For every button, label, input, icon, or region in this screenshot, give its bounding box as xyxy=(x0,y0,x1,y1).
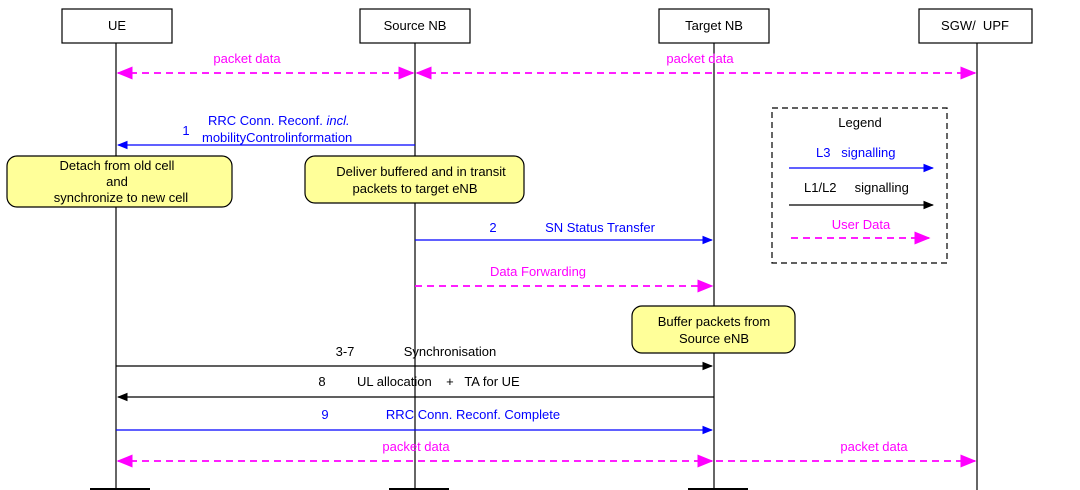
ul-allocation-label: UL allocation + TA for UE xyxy=(357,374,520,389)
source-entity-label: Source NB xyxy=(384,18,447,33)
deliver-note-line1: Deliver buffered and in transit xyxy=(336,164,506,179)
synchronisation-label: Synchronisation xyxy=(404,344,497,359)
source-entity: Source NB xyxy=(359,8,471,44)
legend: Legend L3 signalling L1/L2 signalling Us… xyxy=(771,107,948,264)
rrc-reconf-complete-label: RRC Conn. Reconf. Complete xyxy=(386,407,560,422)
detach-note-line1: Detach from old cell xyxy=(60,158,175,173)
synchronisation-number: 3-7 xyxy=(336,344,355,359)
ul-allocation-number: 8 xyxy=(318,374,325,389)
sn-status-transfer-label: SN Status Transfer xyxy=(545,220,655,235)
detach-note-line2: and xyxy=(106,174,128,189)
ue-entity: UE xyxy=(61,8,173,44)
sgw-entity-label: SGW/ UPF xyxy=(941,18,1009,33)
deliver-note-line2: packets to target eNB xyxy=(352,181,477,196)
detach-note: Detach from old cell and synchronize to … xyxy=(6,155,233,208)
buffer-note-line1: Buffer packets from xyxy=(658,314,770,329)
target-entity-label: Target NB xyxy=(685,18,743,33)
ue-entity-label: UE xyxy=(108,18,126,33)
rrc-reconf-label-line2: mobilityControlinformation xyxy=(202,130,352,145)
packet-data-ue-target-label: packet data xyxy=(382,439,450,454)
buffer-note: Buffer packets from Source eNB xyxy=(631,305,796,354)
detach-note-line3: synchronize to new cell xyxy=(54,190,189,205)
packet-data-target-sgw-label: packet data xyxy=(840,439,908,454)
legend-l3-label: L3 signalling xyxy=(816,145,896,160)
legend-l12-label: L1/L2 signalling xyxy=(804,180,909,195)
legend-user-label: User Data xyxy=(832,217,891,232)
buffer-note-line2: Source eNB xyxy=(679,331,749,346)
deliver-note: Deliver buffered and in transit packets … xyxy=(304,155,525,204)
legend-title: Legend xyxy=(838,115,881,130)
target-entity: Target NB xyxy=(658,8,770,44)
sgw-entity: SGW/ UPF xyxy=(918,8,1033,44)
data-forwarding-label: Data Forwarding xyxy=(490,264,586,279)
packet-data-ue-source-label: packet data xyxy=(213,51,281,66)
rrc-reconf-label-line1: RRC Conn. Reconf. incl. xyxy=(208,113,350,128)
sn-status-transfer-number: 2 xyxy=(489,220,496,235)
rrc-reconf-number: 1 xyxy=(182,123,189,138)
rrc-reconf-complete-number: 9 xyxy=(321,407,328,422)
packet-data-source-sgw-label: packet data xyxy=(666,51,734,66)
